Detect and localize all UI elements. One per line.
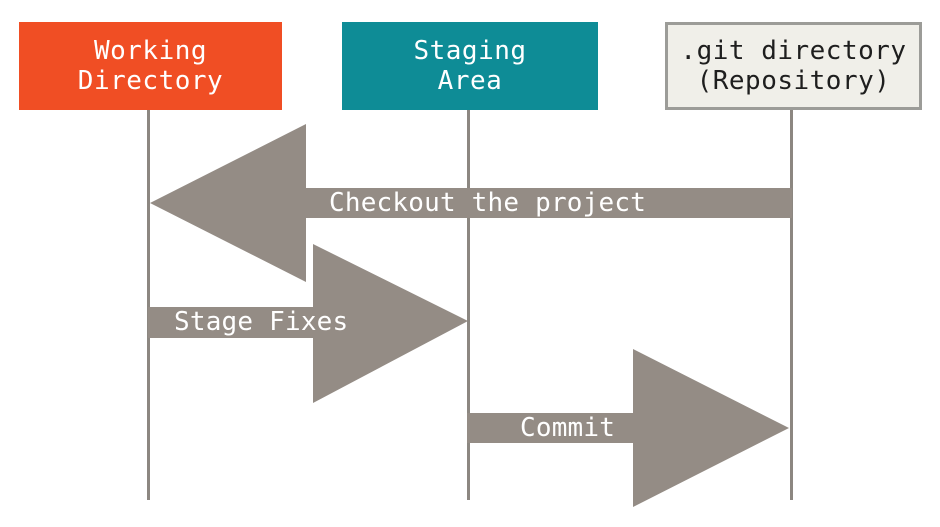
staging-area-box: Staging Area bbox=[342, 22, 598, 110]
staging-area-lifeline bbox=[467, 110, 470, 500]
checkout-arrow-label: Checkout the project bbox=[329, 188, 647, 218]
working-directory-box: Working Directory bbox=[19, 22, 282, 110]
stage-fixes-arrow-label: Stage Fixes bbox=[174, 307, 349, 337]
git-directory-lifeline bbox=[790, 110, 793, 500]
working-directory-label: Working Directory bbox=[77, 36, 224, 96]
git-directory-box: .git directory (Repository) bbox=[665, 22, 922, 110]
commit-arrow-label: Commit bbox=[520, 413, 616, 443]
working-directory-lifeline bbox=[147, 110, 150, 500]
commit-arrow bbox=[467, 349, 789, 507]
git-directory-label: .git directory (Repository) bbox=[680, 36, 907, 96]
staging-area-label: Staging Area bbox=[413, 36, 527, 96]
